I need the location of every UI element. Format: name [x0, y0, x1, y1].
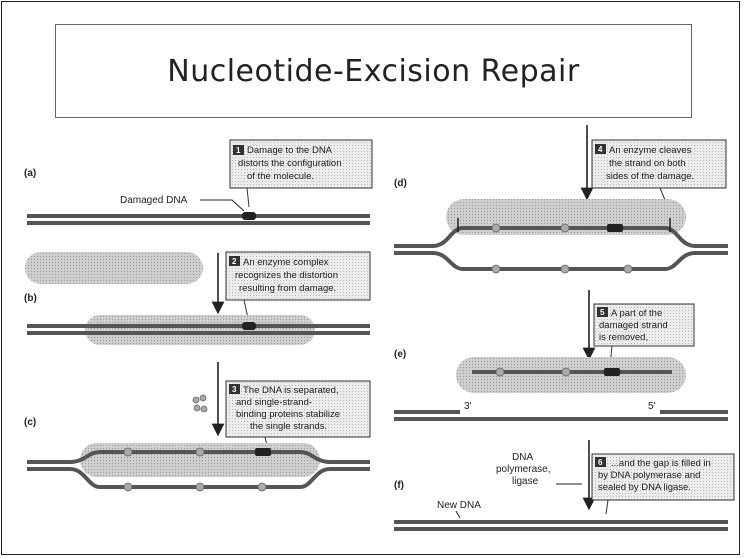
step-5-line-1: A part of the — [611, 308, 662, 319]
dna-label: DNA — [512, 452, 533, 463]
callout-step-1: 1 Damage to the DNA distorts the configu… — [230, 140, 372, 207]
damage-lesion-e — [604, 368, 620, 376]
five-prime-label: 5' — [648, 401, 656, 412]
step-3-line-3: binding proteins stabilize — [236, 409, 340, 420]
callout-step-5: 5 A part of the damaged strand is remove… — [594, 304, 694, 366]
new-dna-label: New DNA — [437, 500, 481, 511]
ligase-label: ligase — [512, 476, 539, 487]
step-number-6: 6 — [598, 458, 603, 467]
step-3-line-1: The DNA is separated, — [243, 385, 339, 396]
damage-lesion-d — [607, 224, 623, 232]
damaged-dna-pointer — [200, 200, 244, 211]
step-1-line-1: Damage to the DNA — [247, 145, 333, 156]
panel-label-a: (a) — [24, 168, 36, 179]
polymerase-label: polymerase, — [496, 464, 550, 475]
step-3-line-4: the single strands. — [250, 421, 327, 432]
step-1-line-2: distorts the configuration — [238, 158, 342, 169]
panel-label-d: (d) — [394, 178, 407, 189]
damage-lesion-a — [242, 212, 256, 220]
excised-complex — [456, 357, 686, 393]
step-4-line-3: sides of the damage. — [606, 171, 694, 182]
step-5-line-2: damaged strand — [599, 320, 668, 331]
panel-label-f: (f) — [394, 480, 404, 491]
step-2-line-1: An enzyme complex — [243, 257, 329, 268]
enzyme-complex-bound — [85, 315, 315, 345]
damage-lesion-c — [255, 448, 271, 456]
step-number-4: 4 — [598, 145, 603, 154]
panel-label-b: (b) — [24, 293, 37, 304]
step-number-3: 3 — [232, 385, 237, 394]
damaged-dna-label: Damaged DNA — [120, 195, 188, 206]
dna-duplex-a — [27, 212, 370, 223]
step-2-line-2: recognizes the distortion — [235, 270, 338, 281]
free-ssb-proteins — [193, 395, 207, 412]
step-number-5: 5 — [600, 308, 605, 317]
step-number-2: 2 — [232, 257, 237, 266]
step-number-1: 1 — [236, 146, 241, 155]
enzyme-complex-free — [25, 252, 203, 284]
callout-step-6: 6 ...and the gap is filled in by DNA pol… — [592, 454, 734, 514]
step-4-line-1: An enzyme cleaves — [609, 145, 692, 156]
step-2-line-3: resulting from damage. — [239, 283, 336, 294]
panel-label-c: (c) — [24, 417, 36, 428]
callout-step-2: 2 An enzyme complex recognizes the disto… — [226, 252, 370, 318]
step-6-line-1: ...and the gap is filled in — [611, 458, 711, 469]
step-6-line-2: by DNA polymerase and — [598, 470, 700, 481]
three-prime-label: 3' — [464, 401, 472, 412]
new-dna-pointer — [456, 511, 460, 518]
step-4-line-2: the strand on both — [609, 158, 686, 169]
step-6-line-3: sealed by DNA ligase. — [598, 482, 691, 493]
step-5-line-3: is removed, — [599, 332, 648, 343]
repaired-dna-f — [394, 522, 728, 529]
step-3-line-2: and single-strand- — [236, 397, 312, 408]
gapped-dna-e — [394, 412, 728, 419]
callout-step-3: 3 The DNA is separated, and single-stran… — [226, 381, 370, 450]
panel-label-e: (e) — [394, 349, 406, 360]
step-1-line-3: of the molecule. — [247, 171, 314, 182]
damage-lesion-b — [242, 322, 256, 330]
